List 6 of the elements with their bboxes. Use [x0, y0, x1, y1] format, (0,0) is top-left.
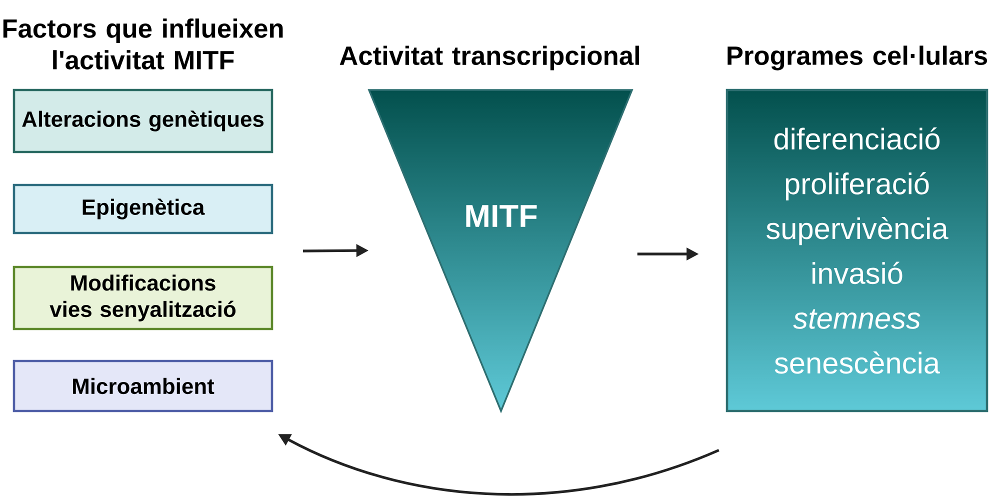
factor-box: Epigenètica: [12, 184, 274, 234]
program-box: diferenciació proliferació supervivència invasió stemness senescència: [726, 88, 988, 412]
factor-box: Microambient: [12, 360, 274, 412]
column-heading: Activitat transcripcional: [340, 46, 639, 70]
factor-box: Modificacions vies senyalització: [12, 266, 274, 330]
factor-box: Alteracions genètiques: [12, 88, 274, 154]
